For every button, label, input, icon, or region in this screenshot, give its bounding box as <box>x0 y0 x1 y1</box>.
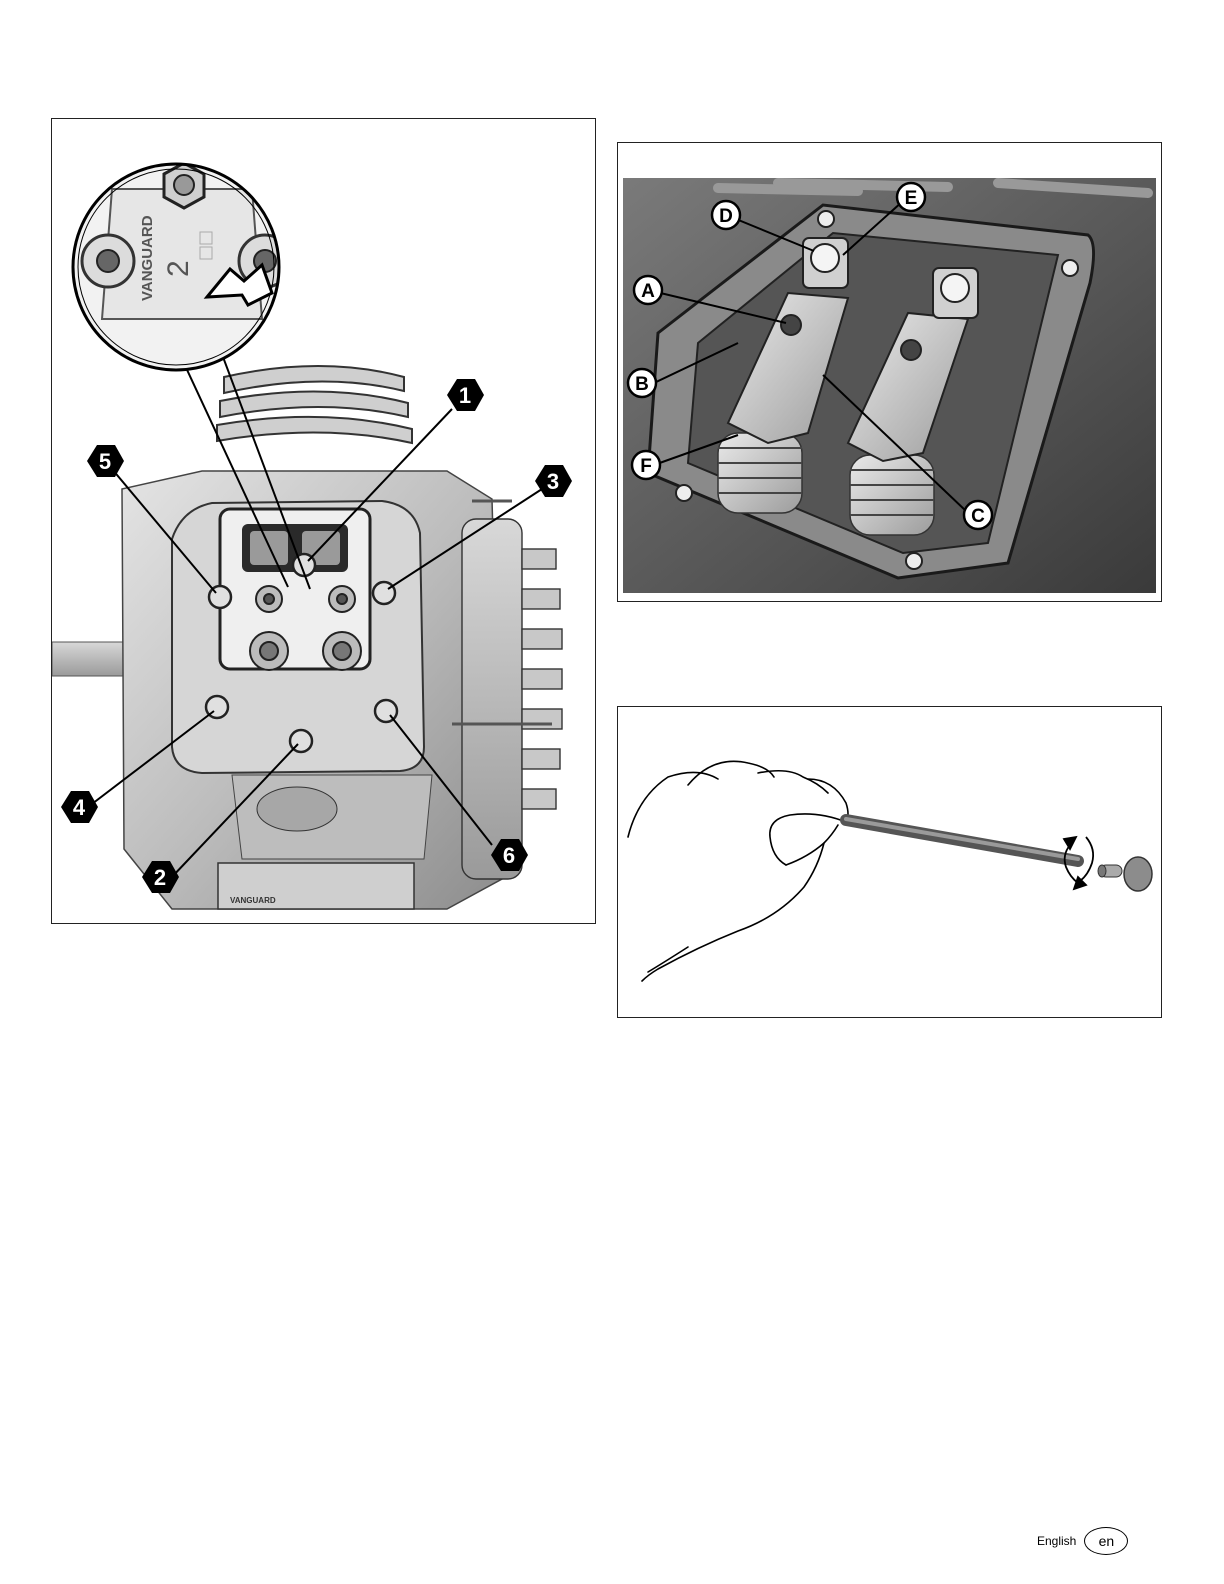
callout-c: C <box>964 501 992 529</box>
inset-cylinder-number: 2 <box>162 260 195 277</box>
svg-text:4: 4 <box>73 795 86 820</box>
svg-text:1: 1 <box>459 383 471 408</box>
push-rod-rotation-figure <box>617 706 1162 1018</box>
callout-b: B <box>628 369 656 397</box>
callout-5: 5 <box>87 445 124 477</box>
valve-head <box>1124 857 1152 891</box>
rocker-arm-illustration: D E A B C F <box>618 143 1160 600</box>
callout-1: 1 <box>447 379 484 411</box>
svg-text:A: A <box>641 281 655 302</box>
svg-text:E: E <box>905 188 918 209</box>
svg-text:6: 6 <box>503 843 515 868</box>
inset-brand-marking: VANGUARD <box>139 215 156 301</box>
cylinder-head-bolt-sequence-figure: VANGUARD VANGUARD 2 <box>51 118 596 924</box>
callout-3: 3 <box>535 465 572 497</box>
hand-push-rod-illustration <box>618 707 1160 1016</box>
engine-head-illustration: VANGUARD VANGUARD 2 <box>52 119 594 922</box>
svg-text:3: 3 <box>547 469 559 494</box>
language-label: English <box>1037 1534 1076 1548</box>
callout-f: F <box>632 451 660 479</box>
svg-text:5: 5 <box>99 449 111 474</box>
callout-a: A <box>634 276 662 304</box>
svg-text:B: B <box>635 374 649 395</box>
callout-d: D <box>712 201 740 229</box>
svg-text:F: F <box>640 456 652 477</box>
svg-text:C: C <box>971 506 985 527</box>
callout-4: 4 <box>61 791 98 823</box>
svg-text:D: D <box>719 206 733 227</box>
rocker-arm-assembly-figure: D E A B C F <box>617 142 1162 602</box>
language-footer: English en <box>1037 1524 1128 1558</box>
language-code-badge: en <box>1084 1527 1128 1555</box>
base-brand-marking: VANGUARD <box>230 896 276 905</box>
callout-e: E <box>897 183 925 211</box>
hand-outline <box>628 761 848 981</box>
svg-text:2: 2 <box>154 865 166 890</box>
